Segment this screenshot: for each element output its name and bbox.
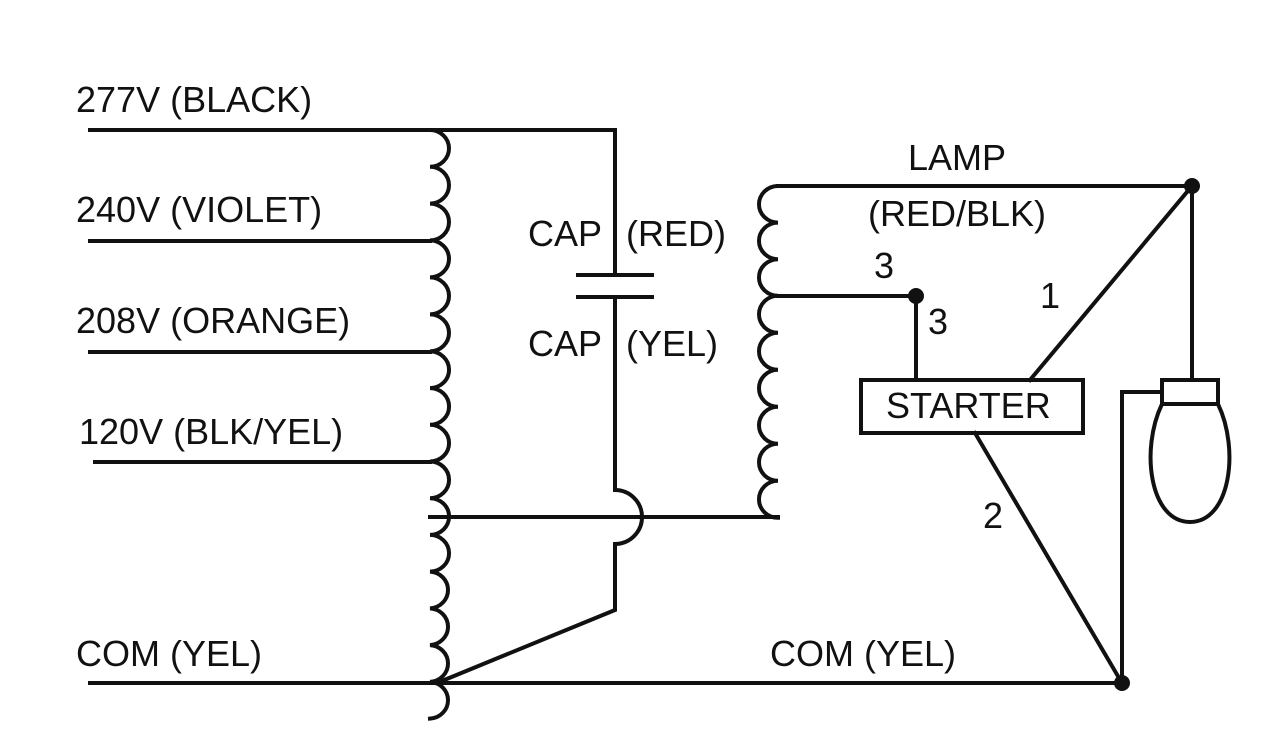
- lamp-label: LAMP: [908, 137, 1006, 178]
- lamp-return-lead: [1120, 390, 1164, 685]
- terminal-3-label-a: 3: [874, 245, 894, 286]
- cap-top-wire-label: (RED): [626, 213, 726, 254]
- starter-label: STARTER: [886, 385, 1051, 426]
- terminal-3-label-b: 3: [928, 301, 948, 342]
- starter-terminal-1-lead: [1027, 183, 1195, 383]
- tap-277v-label: 277V (BLACK): [76, 79, 312, 120]
- terminal-1-label: 1: [1040, 275, 1060, 316]
- cap-bottom-wire-label: (YEL): [626, 323, 718, 364]
- tap-208v-label: 208V (ORANGE): [76, 300, 350, 341]
- cap-bottom-label: CAP: [528, 323, 602, 364]
- secondary-coil: [757, 183, 781, 520]
- com-right-label: COM (YEL): [770, 633, 956, 674]
- com-left-label: COM (YEL): [76, 633, 262, 674]
- cap-bottom-lead: [434, 295, 644, 686]
- primary-coil: [427, 127, 451, 721]
- cap-top-label: CAP: [528, 213, 602, 254]
- terminal-2-label: 2: [983, 495, 1003, 536]
- starter-box: [859, 378, 1085, 435]
- tap-240v-label: 240V (VIOLET): [76, 189, 322, 230]
- lamp-base: [1160, 378, 1220, 406]
- lamp-wire-label: (RED/BLK): [868, 193, 1046, 234]
- tap-120v-label: 120V (BLK/YEL): [79, 411, 343, 452]
- lamp-bulb-icon: [1148, 401, 1232, 525]
- starter-terminal-2-lead: [972, 430, 1125, 686]
- junction-node-common: [1114, 675, 1130, 691]
